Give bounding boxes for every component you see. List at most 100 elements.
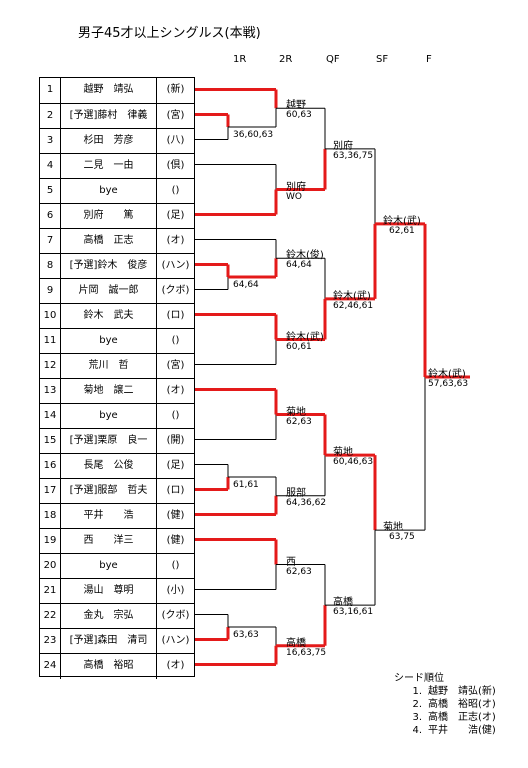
player-number: 14 [40,404,61,429]
player-club: (クボ) [161,610,190,621]
seed-rank: 3. [412,712,422,723]
player-number: 21 [40,579,61,604]
player-name: 高橋 正志 [61,229,157,254]
player-name: 菊地 譲二 [61,379,157,404]
player-name: 金丸 宗弘 [61,604,157,629]
player-number: 1 [40,78,61,103]
match-score: 63,63 [233,630,259,640]
player-club: (オ) [166,660,185,671]
player-club: (オ) [166,385,185,396]
player-number: 22 [40,604,61,629]
player-row: 15[予選]栗原 良一(開) [40,428,194,454]
player-number: 23 [40,629,61,654]
player-name: 高橋 裕昭 [61,654,157,679]
player-name: [予選]藤村 律義 [61,104,157,129]
seed-name: 平井 浩(健) [428,725,496,736]
match-score: 16,63,75 [286,647,327,658]
player-number: 10 [40,304,61,329]
player-club: () [171,560,180,571]
player-number: 4 [40,154,61,179]
player-club: (オ) [166,235,185,246]
player-club: (ロ) [166,310,185,321]
match-score: 63,75 [389,532,415,543]
match-score: 62,46,61 [333,300,374,311]
player-number: 15 [40,429,61,454]
match-score: 64,64 [233,280,259,290]
match-score: WO [286,191,302,202]
seed-rank: 4. [412,725,422,736]
round-header-1r: 1R [233,54,247,65]
match-score: 36,60,63 [233,130,274,140]
player-club: (開) [166,435,185,446]
player-name: [予選]鈴木 俊彦 [61,254,157,279]
player-number: 6 [40,204,61,229]
winner-name: 鈴木(武) [383,215,421,227]
player-name: bye [61,179,157,204]
player-club: (足) [166,460,185,471]
player-name: [予選]森田 清司 [61,629,157,654]
player-number: 11 [40,329,61,354]
player-number: 7 [40,229,61,254]
player-number: 8 [40,254,61,279]
seed-rank: 2. [412,699,422,710]
winner-name: 菊地 [286,406,306,418]
winner-name: 鈴木(武) [286,331,324,343]
player-club: () [171,185,180,196]
page-title: 男子45才以上シングルス(本戦) [78,26,261,41]
player-name: bye [61,329,157,354]
round-header-2r: 2R [279,54,293,65]
winner-name: 菊地 [383,522,403,534]
winner-name: 服部 [286,487,306,499]
player-name: 越野 靖弘 [61,78,157,103]
player-number: 9 [40,279,61,304]
round-header-f: F [426,54,432,65]
player-name: 二見 一由 [61,154,157,179]
player-club: (足) [166,210,185,221]
player-club: (健) [166,535,185,546]
winner-name: 高橋 [286,637,306,649]
winner-name: 鈴木(俊) [286,250,324,262]
player-number: 20 [40,554,61,579]
match-score: 60,63 [286,110,312,121]
match-score: 63,36,75 [333,150,374,161]
seed-entry: 2.高橋 裕昭(オ) [394,698,495,711]
player-name: 片岡 誠一郎 [61,279,157,304]
player-club: (八) [166,135,185,146]
player-club: (ハン) [161,635,190,646]
seed-name: 越野 靖弘(新) [428,686,496,697]
player-club: (新) [166,84,185,95]
seed-name: 高橋 正志(オ) [428,712,496,723]
player-club: (倶) [166,160,185,171]
player-club: (ロ) [166,485,185,496]
player-number: 3 [40,129,61,154]
winner-name: 菊地 [333,447,353,459]
player-club: (クボ) [161,285,190,296]
player-row: 2[予選]藤村 律義(宮) [40,103,194,129]
player-row: 23[予選]森田 清司 (ハン) [40,628,194,654]
match-score: 63,16,61 [333,607,374,618]
round-header-qf: QF [326,54,340,65]
player-club: (宮) [166,360,185,371]
seed-entry: 1.越野 靖弘(新) [394,685,496,698]
winner-name: 鈴木(武) [333,290,371,302]
winner-name: 越野 [286,100,306,112]
match-score: 62,61 [389,225,415,236]
player-club: (宮) [166,110,185,121]
player-club: () [171,335,180,346]
